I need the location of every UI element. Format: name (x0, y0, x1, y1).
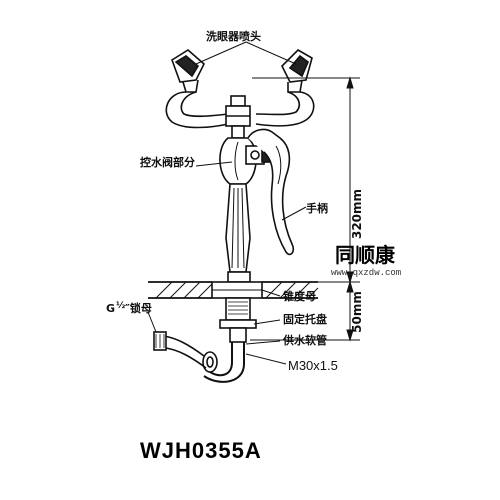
brand-name: 同顺康 (335, 243, 396, 267)
right-spray-head (281, 49, 313, 93)
label-thread-spec: M30x1.5 (288, 358, 338, 373)
handle-lever (247, 128, 295, 256)
label-eye-wash-heads: 洗眼器喷头 (206, 29, 261, 43)
dimension-upper: 320mm (350, 189, 364, 239)
top-valve-block (225, 95, 251, 139)
dimension-lower: 50mm (350, 291, 364, 333)
lock-nut-suffix: ″锁母 (125, 301, 152, 315)
lock-nut-fraction: ½ (116, 300, 125, 311)
label-fixing-tray: 固定托盘 (283, 312, 327, 326)
dimension-lines (250, 76, 360, 342)
label-lock-nut: G ½ ″锁母 (106, 300, 152, 315)
label-cone-nut: 锥度母 (283, 289, 316, 303)
label-handle: 手柄 (306, 201, 328, 215)
leader-lines (147, 41, 307, 365)
eye-wash-drawing (147, 41, 360, 383)
brand-url: www.qxzdw.com (331, 268, 401, 278)
label-supply-hose: 供水软管 (282, 333, 327, 347)
lock-nut-prefix: G (106, 302, 115, 315)
mounting-hardware (211, 281, 263, 343)
left-spray-head (171, 49, 205, 93)
supply-hose (153, 331, 245, 383)
model-number: WJH0355A (140, 438, 262, 463)
label-control-valve: 控水阀部分 (140, 155, 195, 169)
brand-watermark: 同顺康 www.qxzdw.com (331, 243, 401, 278)
vertical-pipe (225, 183, 251, 283)
spray-arms (165, 91, 315, 129)
